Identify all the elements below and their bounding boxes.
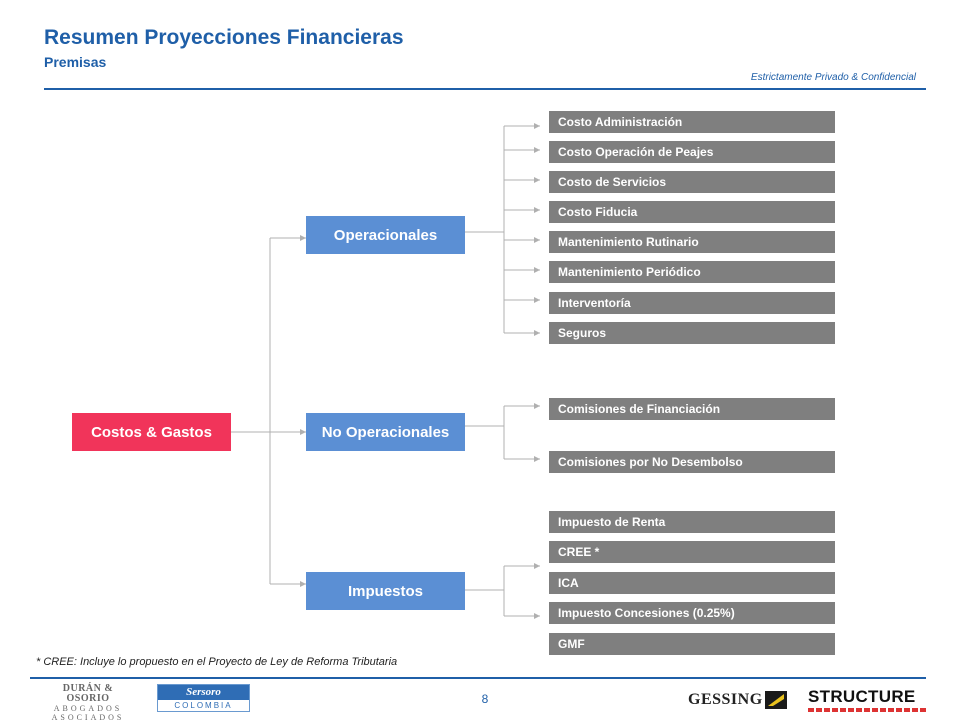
gessing-mark-icon <box>764 691 787 709</box>
gessing-logo-text: GESSING <box>688 691 763 708</box>
arrowhead-imp-item-2 <box>534 613 540 619</box>
arrowhead-no-op-item-1 <box>534 403 540 409</box>
sersoro-logo-name: Sersoro <box>158 685 249 700</box>
arrowhead-op-item-7 <box>534 297 540 303</box>
header-divider <box>44 88 926 90</box>
leaf-ica: ICA <box>549 572 835 594</box>
sersoro-logo-country: COLOMBIA <box>174 701 233 710</box>
arrowhead-imp-item-1 <box>534 563 540 569</box>
arrowhead-op-item-8 <box>534 330 540 336</box>
footnote: * CREE: Incluye lo propuesto en el Proye… <box>36 656 398 668</box>
sersoro-colombia-logo: Sersoro COLOMBIA <box>157 684 250 712</box>
arrowhead-op-item-2 <box>534 147 540 153</box>
leaf-comisiones-no-desembolso: Comisiones por No Desembolso <box>549 451 835 473</box>
category-node-impuestos: Impuestos <box>306 572 465 610</box>
page-title: Resumen Proyecciones Financieras <box>44 26 404 49</box>
arrowhead-op-item-6 <box>534 267 540 273</box>
arrowhead-no-operacionales <box>300 429 306 435</box>
duran-logo-line3: ASOCIADOS <box>51 713 125 722</box>
duran-logo-line2: ABOGADOS <box>53 704 123 713</box>
leaf-impuesto-concesiones: Impuesto Concesiones (0.25%) <box>549 602 835 624</box>
duran-logo-line1: DURÁN & OSORIO <box>62 683 114 704</box>
page-subtitle: Premisas <box>44 54 107 70</box>
footer-divider <box>30 677 926 679</box>
arrowhead-op-item-5 <box>534 237 540 243</box>
arrowhead-operacionales <box>300 235 306 241</box>
leaf-costo-fiducia: Costo Fiducia <box>549 201 835 223</box>
leaf-costo-administracion: Costo Administración <box>549 111 835 133</box>
structure-logo-bar <box>808 708 928 712</box>
structure-logo: STRUCTURE <box>808 688 928 714</box>
duran-osorio-logo: DURÁN & OSORIO ABOGADOS ASOCIADOS <box>40 683 136 722</box>
page-number: 8 <box>481 692 489 706</box>
leaf-mantenimiento-periodico: Mantenimiento Periódico <box>549 261 835 283</box>
leaf-mantenimiento-rutinario: Mantenimiento Rutinario <box>549 231 835 253</box>
structure-logo-text: STRUCTURE <box>808 687 916 706</box>
arrowhead-op-item-4 <box>534 207 540 213</box>
leaf-impuesto-renta: Impuesto de Renta <box>549 511 835 533</box>
leaf-gmf: GMF <box>549 633 835 655</box>
leaf-costo-servicios: Costo de Servicios <box>549 171 835 193</box>
category-node-no-operacionales: No Operacionales <box>306 413 465 451</box>
leaf-interventoria: Interventoría <box>549 292 835 314</box>
arrowhead-impuestos <box>300 581 306 587</box>
gessing-logo: GESSING <box>688 690 787 710</box>
root-node-costos-gastos: Costos & Gastos <box>72 413 231 451</box>
arrowhead-no-op-item-2 <box>534 456 540 462</box>
confidential-note: Estrictamente Privado & Confidencial <box>750 72 916 83</box>
arrowhead-op-item-1 <box>534 123 540 129</box>
leaf-costo-operacion-peajes: Costo Operación de Peajes <box>549 141 835 163</box>
leaf-comisiones-financiacion: Comisiones de Financiación <box>549 398 835 420</box>
leaf-seguros: Seguros <box>549 322 835 344</box>
category-node-operacionales: Operacionales <box>306 216 465 254</box>
leaf-cree: CREE * <box>549 541 835 563</box>
arrowhead-op-item-3 <box>534 177 540 183</box>
